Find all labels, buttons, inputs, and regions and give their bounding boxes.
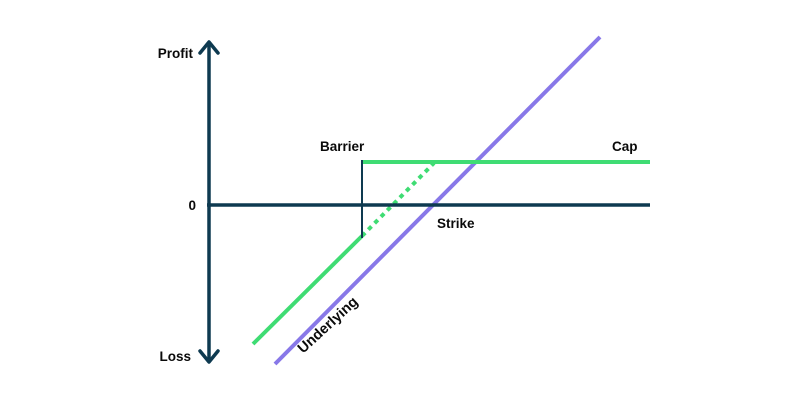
loss-label: Loss <box>159 349 191 364</box>
underlying-label: Underlying <box>295 294 362 357</box>
strike-label: Strike <box>437 216 475 231</box>
zero-label: 0 <box>188 198 196 213</box>
underlying-line <box>273 35 602 366</box>
y-axis-arrow-up-icon <box>198 40 220 55</box>
cap-label: Cap <box>612 139 638 154</box>
payoff-line-solid-diagonal <box>251 234 364 346</box>
profit-label: Profit <box>158 46 194 61</box>
y-axis-arrow-down-icon <box>198 349 220 364</box>
barrier-label: Barrier <box>320 139 365 154</box>
payoff-line-dashed-diagonal <box>360 161 436 238</box>
